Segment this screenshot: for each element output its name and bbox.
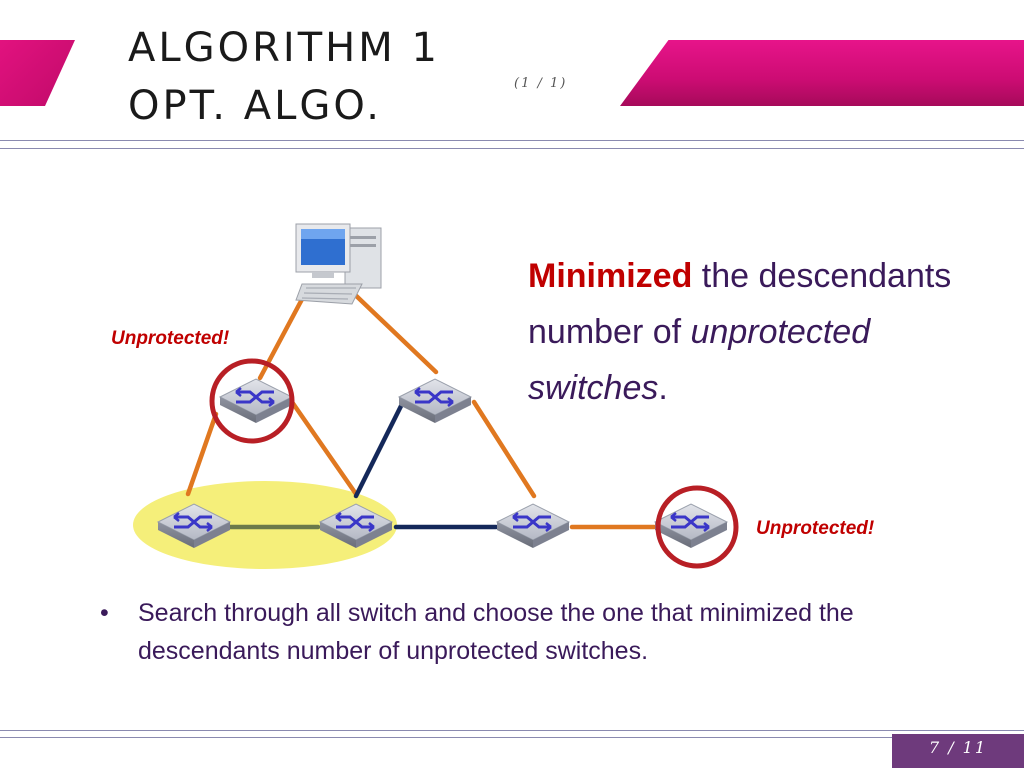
- description-part2: .: [658, 369, 668, 407]
- footer-divider-bottom: [0, 737, 1024, 738]
- unprotected-label-right: Unprotected!: [756, 518, 875, 539]
- computer-icon: [295, 223, 382, 305]
- link-switch-a-c: [185, 411, 219, 497]
- slide-title-line2: OPT. ALGO.: [128, 83, 382, 129]
- switch-icon: [397, 377, 473, 425]
- bullet-marker: •: [100, 599, 109, 627]
- description-part1: the descendants number of: [528, 257, 952, 351]
- bullet-text: Search through all switch and choose the…: [138, 599, 854, 665]
- description-text: Minimized the descendants number of unpr…: [528, 248, 998, 416]
- header-divider-bottom: [0, 148, 1024, 149]
- description-emphasis: Minimized: [528, 257, 693, 295]
- page-number: 7 / 11: [928, 738, 988, 757]
- header-divider-top: [0, 140, 1024, 141]
- page-number-box: [892, 734, 1024, 768]
- link-switch-a-d: [289, 399, 359, 497]
- footer-divider-top: [0, 730, 1024, 731]
- switch-icon: [218, 377, 294, 425]
- bullet-item: • Search through all switch and choose t…: [100, 594, 1000, 670]
- unprotected-label-left: Unprotected!: [111, 328, 230, 349]
- unprotected-ring-right: [655, 485, 739, 569]
- switch-icon: [495, 502, 571, 550]
- link-switch-b-e: [471, 399, 537, 499]
- slide-subpage-indicator: (1 / 1): [514, 76, 568, 91]
- unprotected-ring-left: [209, 358, 295, 444]
- link-switch-b-d: [353, 397, 407, 499]
- link-computer-switch-b: [345, 285, 439, 375]
- switch-icon: [653, 502, 729, 550]
- slide-title-line1: ALGORITHM 1: [128, 25, 440, 71]
- header-accent-right: [620, 40, 1024, 106]
- description-italic: unprotected switches: [528, 313, 871, 407]
